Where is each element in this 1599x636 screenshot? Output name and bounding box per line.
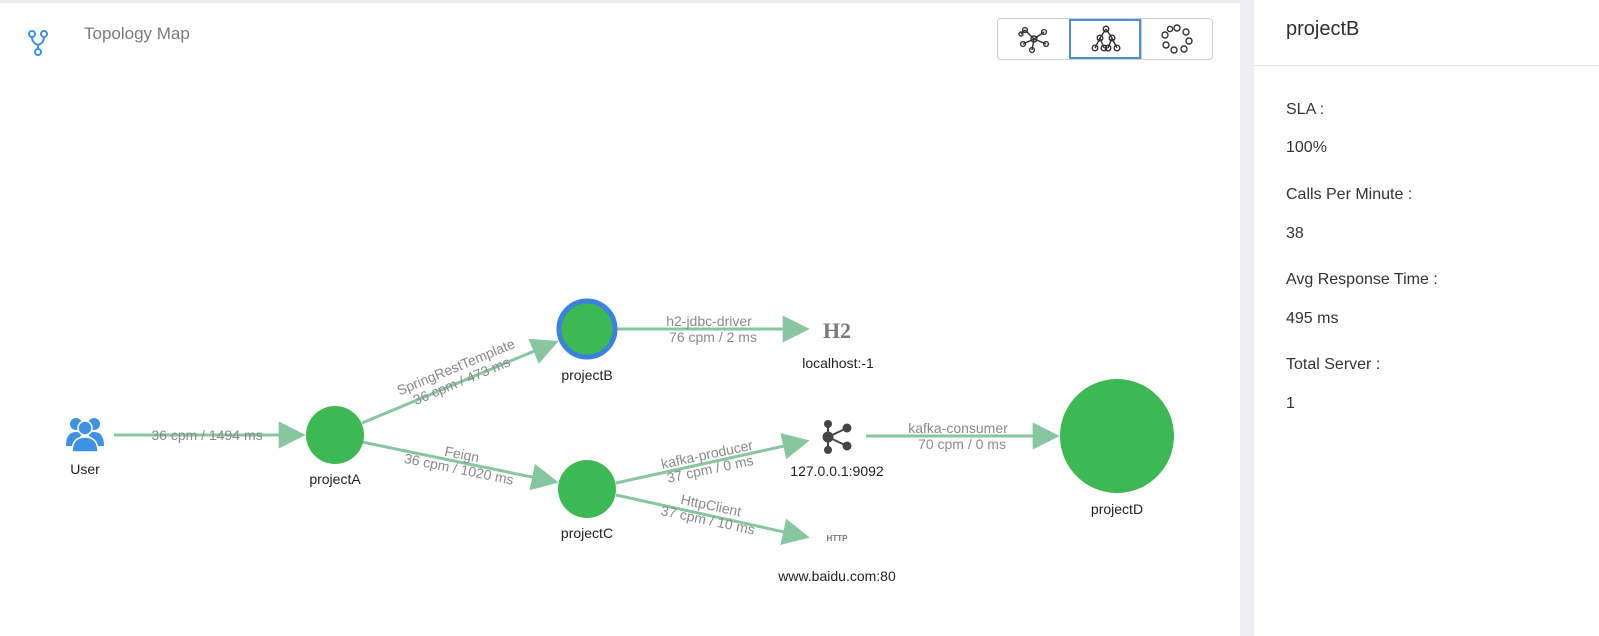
edge-name-projectb-h2: h2-jdbc-driver (666, 313, 752, 329)
panel-separator (1254, 65, 1599, 66)
circle-layout-button[interactable] (1140, 19, 1212, 59)
node-h2[interactable]: H2 localhost:-1 (802, 318, 874, 371)
avg-response-value: 495 ms (1286, 310, 1339, 327)
force-layout-icon (1017, 26, 1049, 54)
node-label-http: www.baidu.com:80 (777, 568, 896, 584)
http-icon: HTTP (827, 534, 849, 543)
edge-projectc-http[interactable] (615, 493, 810, 545)
kafka-icon (822, 420, 852, 454)
edge-metric-user-projecta: 36 cpm / 1494 ms (151, 427, 262, 443)
cpm-value: 38 (1286, 225, 1304, 242)
top-border (0, 0, 1240, 3)
topology-graph: 36 cpm / 1494 ms SpringRestTemplate 36 c… (66, 298, 1174, 584)
fork-icon[interactable] (27, 29, 49, 57)
sla-label: SLA : (1286, 101, 1325, 118)
node-label-projectd: projectD (1091, 501, 1143, 517)
edge-name-kafka-projectd: kafka-consumer (908, 420, 1008, 436)
node-label-projectb: projectB (561, 367, 612, 383)
edge-metric-kafka-projectd: 70 cpm / 0 ms (918, 436, 1006, 452)
users-icon (66, 418, 104, 453)
tree-layout-icon (1091, 25, 1121, 52)
node-projectb[interactable]: projectB (556, 298, 618, 383)
node-projectd[interactable]: projectD (1060, 379, 1174, 517)
circle-layout-icon (1161, 24, 1193, 54)
h2-icon: H2 (823, 318, 851, 343)
node-projecta[interactable]: projectA (306, 406, 364, 487)
node-projectc[interactable]: projectC (558, 460, 616, 541)
node-http[interactable]: HTTP www.baidu.com:80 (777, 534, 896, 584)
tree-layout-button[interactable] (1069, 19, 1141, 59)
panel-divider (1240, 0, 1254, 636)
total-server-label: Total Server : (1286, 356, 1381, 373)
node-label-user: User (70, 461, 100, 477)
sla-value: 100% (1286, 139, 1327, 156)
node-label-h2: localhost:-1 (802, 355, 874, 371)
edge-projecta-projectb[interactable] (361, 338, 559, 425)
node-label-projecta: projectA (309, 471, 361, 487)
node-user[interactable]: User (66, 418, 104, 477)
total-server-value: 1 (1286, 395, 1295, 412)
edge-projectc-kafka[interactable] (615, 433, 810, 485)
cpm-label: Calls Per Minute : (1286, 186, 1413, 203)
topology-map-area: Topology Map (27, 18, 1213, 584)
layout-switch (997, 18, 1213, 60)
edge-name-projecta-projectc: Feign (443, 443, 481, 466)
node-kafka[interactable]: 127.0.0.1:9092 (790, 420, 884, 479)
edge-metric-projectb-h2: 76 cpm / 2 ms (669, 329, 757, 345)
details-panel: projectB SLA : 100% Calls Per Minute : 3… (1254, 0, 1599, 636)
edge-projecta-projectc[interactable] (361, 440, 559, 491)
node-label-kafka: 127.0.0.1:9092 (790, 463, 884, 479)
force-layout-button[interactable] (998, 19, 1069, 59)
page-title: Topology Map (84, 24, 190, 43)
node-label-projectc: projectC (561, 525, 613, 541)
panel-title: projectB (1286, 18, 1360, 40)
avg-response-label: Avg Response Time : (1286, 271, 1438, 288)
